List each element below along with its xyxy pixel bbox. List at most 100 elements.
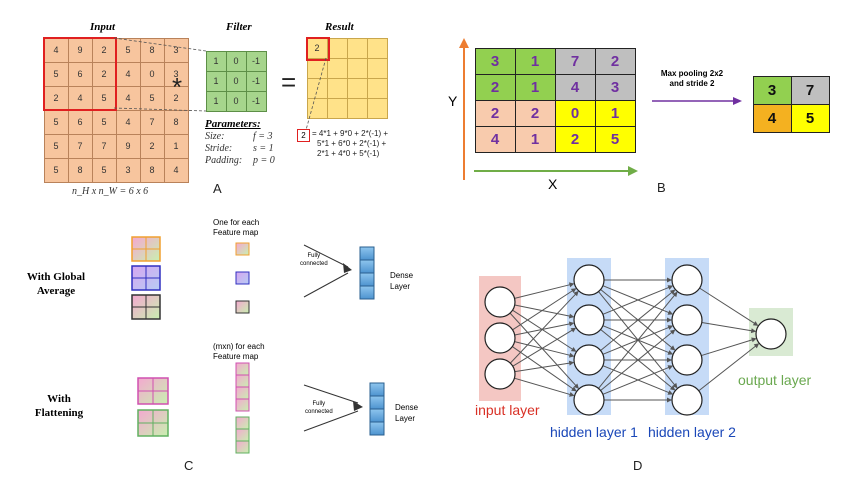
dense-layer-label-2: Dense Layer xyxy=(395,402,418,424)
connection-arrowhead xyxy=(753,343,760,349)
input-neuron xyxy=(484,358,516,390)
param-name: Padding: xyxy=(205,155,243,166)
hidden2-neuron xyxy=(671,384,703,416)
pool-out-cell: 4 xyxy=(752,103,792,133)
connection xyxy=(512,329,574,367)
dense-line: Dense xyxy=(390,271,414,280)
pool-cell: 3 xyxy=(594,73,636,101)
pool-cell: 2 xyxy=(514,99,556,127)
connection-arrowhead xyxy=(568,282,575,288)
connection xyxy=(602,365,670,394)
input-cell: 7 xyxy=(67,133,93,159)
pool-cell: 4 xyxy=(554,73,596,101)
avg-value-dark xyxy=(235,300,250,314)
neural-network xyxy=(484,264,787,416)
input-cell: 7 xyxy=(139,109,165,135)
input-cell: 7 xyxy=(91,133,117,159)
connection-arrowhead xyxy=(569,391,575,397)
dense-line: Dense xyxy=(395,403,419,412)
connection xyxy=(512,346,574,390)
input-matrix: 4 9 2 5 8 3 5 6 2 4 0 3 2 4 5 4 5 2 5 6 … xyxy=(43,37,189,183)
label-line: With xyxy=(47,393,71,405)
formula-line: 5*1 + 6*0 + 2*(-1) + xyxy=(317,139,387,148)
y-axis-label: Y xyxy=(448,93,458,109)
connection xyxy=(598,291,676,386)
connection-arrowhead xyxy=(667,365,674,370)
pool-out-cell: 7 xyxy=(790,75,830,105)
formula-result-box: 2 xyxy=(297,129,310,142)
dense-layer-2 xyxy=(369,382,385,436)
connection xyxy=(602,286,670,315)
panel-c-label: C xyxy=(184,458,194,473)
caption-line: (mxn) for each xyxy=(213,342,265,351)
pooling-caption-line: and stride 2 xyxy=(669,79,715,88)
connection-arrowhead xyxy=(669,345,676,351)
dense-line: Layer xyxy=(390,282,411,291)
connection xyxy=(602,285,670,314)
input-cell: 3 xyxy=(163,37,189,63)
result-matrix: 2 xyxy=(306,37,388,119)
fully-connected-label-1: Fully connected xyxy=(300,252,328,268)
param-value: p = 0 xyxy=(253,155,275,166)
connection xyxy=(598,294,676,389)
fc-line: connected xyxy=(305,409,333,415)
pool-cell: 1 xyxy=(514,73,556,101)
parameters-title: Parameters: xyxy=(205,118,261,130)
pooling-caption: Max pooling 2x2 and stride 2 xyxy=(650,69,734,89)
pool-cell: 1 xyxy=(514,47,556,75)
connection-arrowhead xyxy=(751,337,757,343)
connection xyxy=(602,325,670,354)
param-value: f = 3 xyxy=(253,131,273,142)
pooling-arrow xyxy=(652,97,742,105)
fc-line: Fully xyxy=(312,401,326,407)
connection-arrowhead xyxy=(573,290,579,297)
feature-map-dark xyxy=(131,294,161,320)
convolution-operator: * xyxy=(172,72,183,102)
caption-line: Feature map xyxy=(213,228,259,237)
connection-arrowhead xyxy=(750,328,757,334)
connection xyxy=(600,329,673,389)
connection xyxy=(699,287,756,325)
input-neuron xyxy=(484,322,516,354)
input-dimensions: n_H x n_W = 6 x 6 xyxy=(72,186,149,197)
connection-arrowhead xyxy=(571,386,577,392)
pool-cell: 1 xyxy=(594,99,636,127)
pool-cell: 7 xyxy=(554,47,596,75)
receptive-field-highlight xyxy=(43,37,117,111)
pool-cell: 3 xyxy=(474,47,516,75)
connection-arrowhead xyxy=(667,277,672,283)
input-layer-label: input layer xyxy=(475,402,540,418)
parameters-list: Size:f = 3 Stride:s = 1 Padding:p = 0 xyxy=(205,131,275,167)
hidden1-neuron xyxy=(573,384,605,416)
equals-sign: = xyxy=(281,67,297,97)
label-line: With Global xyxy=(26,271,86,283)
caption-line: Feature map xyxy=(213,352,259,361)
connection-arrowhead xyxy=(667,397,672,403)
connection-arrowhead xyxy=(667,325,674,330)
caption-line: One for each xyxy=(213,218,260,227)
flattened-vector xyxy=(235,362,250,454)
output-layer-label: output layer xyxy=(738,372,812,388)
connection xyxy=(514,284,571,299)
connection-arrowhead xyxy=(672,291,678,298)
connection xyxy=(512,289,574,331)
connection-arrowhead xyxy=(568,360,575,366)
connection xyxy=(600,291,673,351)
fc-arrow xyxy=(303,384,359,404)
formula: = 4*1 + 9*0 + 2*(-1) + 5*1 + 6*0 + 2*(-1… xyxy=(312,129,388,159)
connection xyxy=(514,377,571,396)
hidden-layer-2-label: hidden layer 2 xyxy=(648,424,736,440)
pool-cell: 5 xyxy=(594,125,636,153)
connection-arrowhead xyxy=(669,329,676,335)
input-cell: 3 xyxy=(115,157,141,183)
connection-arrowhead xyxy=(667,310,674,315)
pool-cell: 2 xyxy=(594,47,636,75)
connection-arrowhead xyxy=(568,313,575,319)
panel-b-label: B xyxy=(657,180,666,195)
connection-arrowhead xyxy=(667,285,674,290)
connection-arrowhead xyxy=(573,383,579,389)
connection xyxy=(701,321,753,332)
fully-connected-label-2: Fully connected xyxy=(305,400,333,416)
param-name: Stride: xyxy=(205,143,233,154)
mxn-for-each-caption: (mxn) for each Feature map xyxy=(213,342,265,362)
